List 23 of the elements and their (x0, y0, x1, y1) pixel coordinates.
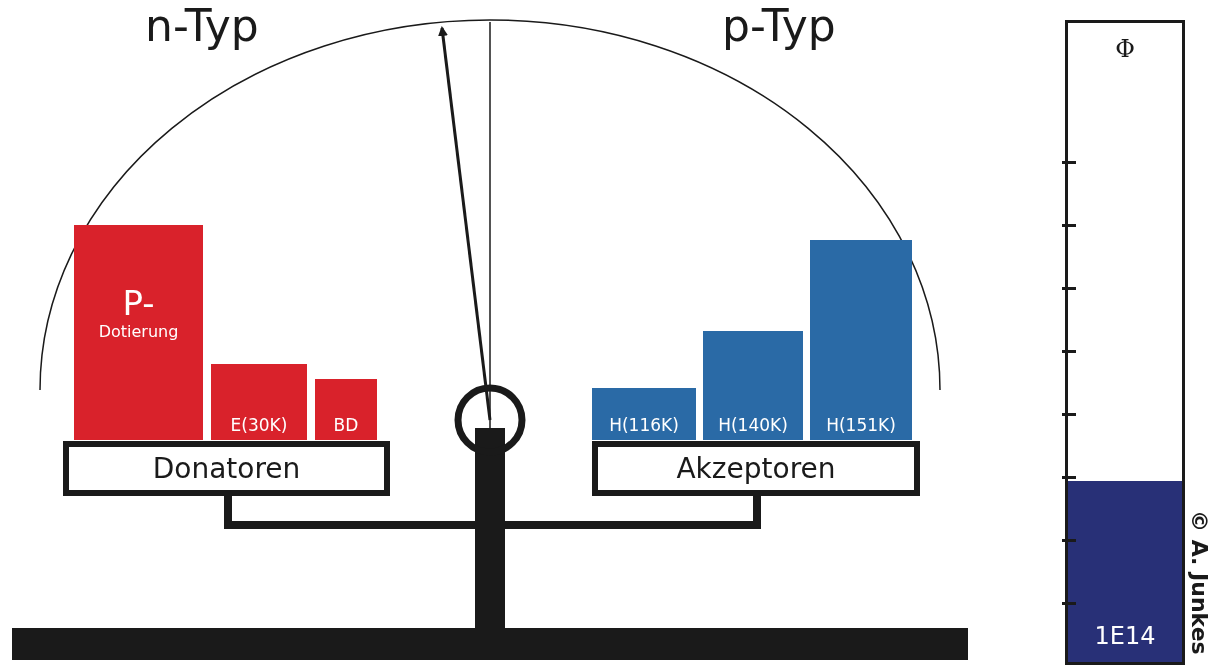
block-label: P- (122, 283, 155, 323)
weight-block (74, 225, 203, 440)
pan-label: Akzeptoren (676, 452, 836, 485)
copyright-note: © A. Junkes (1187, 510, 1212, 655)
block-label: BD (333, 416, 359, 436)
weight-block (703, 331, 803, 440)
weight-block (211, 364, 307, 440)
type-heading: n-Typ (145, 0, 259, 51)
scale-pan (592, 441, 920, 496)
pan-label: Donatoren (152, 452, 301, 485)
block-label: Dotierung (98, 322, 179, 342)
block-label: H(140K) (718, 416, 788, 436)
level-gauge (1065, 20, 1185, 665)
block-label: H(151K) (826, 416, 896, 436)
gauge-symbol: Φ (1114, 35, 1136, 63)
scale-pan (63, 441, 390, 496)
weight-block (315, 379, 377, 440)
type-heading: p-Typ (722, 0, 836, 51)
weight-block (810, 240, 912, 440)
weight-block (592, 388, 696, 440)
block-label: E(30K) (230, 416, 288, 436)
block-label: H(116K) (609, 416, 679, 436)
gauge-value: 1E14 (1093, 622, 1157, 650)
